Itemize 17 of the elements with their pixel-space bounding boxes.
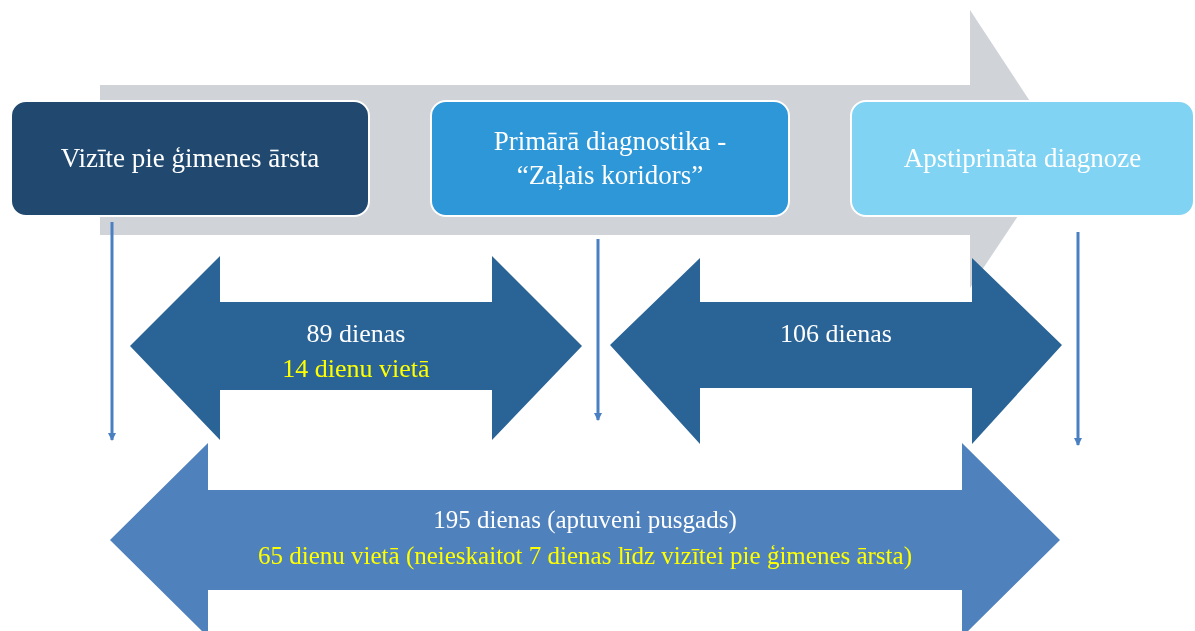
arrow [1074,232,1082,446]
arrow [108,222,116,441]
note-text: 65 dienu vietā (neieskaitot 7 dienas līdz vizītei pie ģimenes ārsta) [258,541,912,572]
node-label: Apstiprināta diagnoze [903,141,1142,175]
double-arrow-shape [110,443,1060,631]
process-box [850,100,1195,217]
double-arrow-shape [610,258,1062,444]
note-text: 14 dienu vietā [282,353,430,386]
double-arrow-shape [130,256,582,440]
node-label: Vizīte pie ģimenes ārsta [60,141,320,175]
node-label: 106 dienas [780,318,892,350]
node-label: Primārā diagnostika - “Zaļais koridors” [492,124,728,192]
process-box [430,100,790,217]
arrow [594,239,602,421]
node-label: 89 dienas [306,318,406,350]
node-label: 195 dienas (aptuveni pusgads) [433,505,737,536]
process-box [10,100,370,217]
